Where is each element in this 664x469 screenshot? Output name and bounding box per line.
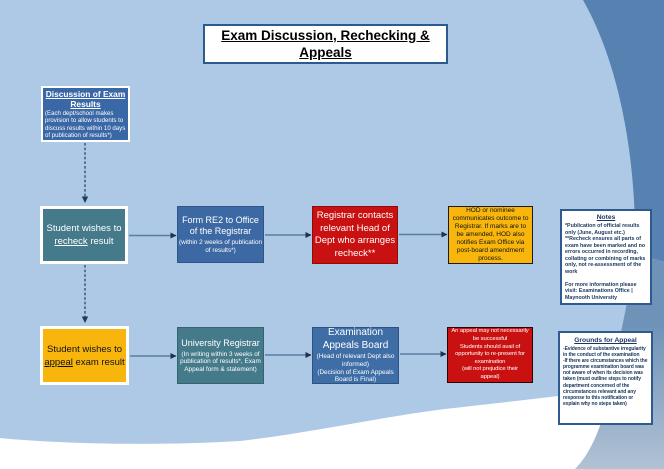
form-re2-box: Form RE2 to Office of the Registrar (wit… [177, 206, 264, 263]
university-registrar-body: (In writing within 3 weeks of publicatio… [180, 350, 261, 373]
student-appeal-text: Student wishes to appeal exam result [44, 343, 125, 368]
form-re2-body: (within 2 weeks of publication of result… [178, 239, 263, 254]
discussion-heading: Discussion of Exam Results [45, 89, 126, 110]
appeals-board-body2: (Decision of Exam Appeals Board is Final… [317, 369, 394, 384]
registrar-contacts-box: Registrar contacts relevant Head of Dept… [312, 206, 398, 264]
slide-title-text: Exam Discussion, Rechecking & Appeals [221, 28, 430, 60]
grounds-for-appeal-box: Grounds for Appeal -Evidence of substant… [558, 331, 653, 425]
grounds-heading: Grounds for Appeal [574, 337, 637, 344]
hod-outcome-box: HOD or nominee communicates outcome to R… [448, 206, 533, 264]
student-appeal-box: Student wishes to appeal exam result [40, 326, 129, 385]
appeals-board-box: Examination Appeals Board (Head of relev… [312, 327, 399, 384]
student-recheck-text: Student wishes to recheck result [46, 223, 122, 247]
student-recheck-box: Student wishes to recheck result [40, 206, 128, 264]
appeal-outcome-box: An appeal may not necessarily be success… [447, 327, 533, 383]
university-registrar-heading: University Registrar [181, 337, 260, 348]
notes-body: *Publication of official results only (J… [565, 223, 646, 301]
discussion-body: (Each dept/school makes provision to all… [45, 110, 126, 139]
notes-box: Notes *Publication of official results o… [560, 209, 652, 305]
grounds-body: -Evidence of substantive irregularity in… [563, 346, 648, 407]
discussion-of-exam-results-box: Discussion of Exam Results (Each dept/sc… [41, 86, 130, 142]
hod-outcome-text: HOD or nominee communicates outcome to R… [452, 207, 529, 262]
notes-heading: Notes [596, 214, 616, 221]
appeals-board-heading: Examination Appeals Board [322, 327, 389, 351]
slide-title: Exam Discussion, Rechecking & Appeals [203, 24, 448, 64]
appeals-board-body1: (Head of relevant Dept also informed) [316, 353, 395, 368]
university-registrar-box: University Registrar (In writing within … [177, 327, 264, 384]
appeal-outcome-text: An appeal may not necessarily be success… [451, 328, 529, 380]
registrar-contacts-text: Registrar contacts relevant Head of Dept… [314, 210, 396, 259]
form-re2-heading: Form RE2 to Office of the Registrar [182, 214, 259, 237]
